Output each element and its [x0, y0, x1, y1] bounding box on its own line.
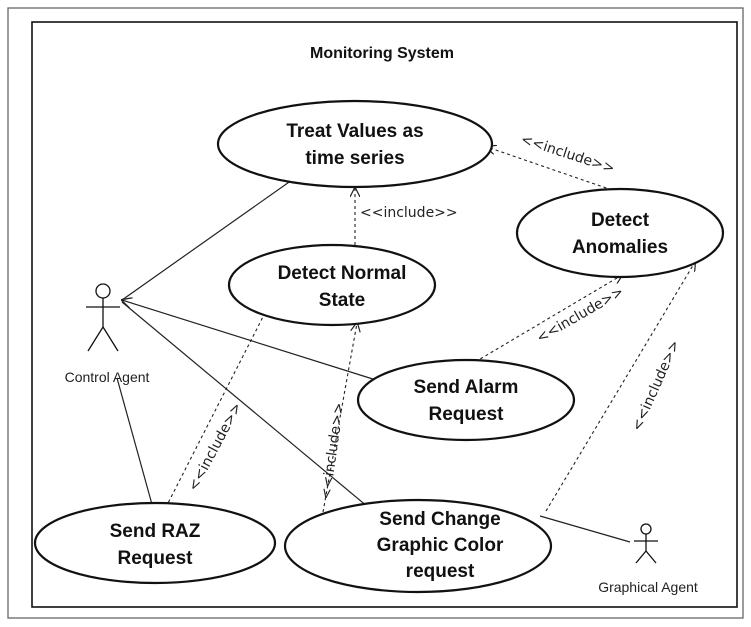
use-case-send-raz-request: Send RAZ Request [33, 501, 277, 585]
use-case-label-line: Graphic Color [377, 535, 504, 556]
actor-label-control: Control Agent [65, 369, 150, 385]
use-case-label-line: time series [305, 148, 404, 169]
use-case-label-line: Send Alarm [414, 377, 519, 398]
assoc-change-graphical [539, 515, 631, 543]
use-case-label-line: Anomalies [572, 237, 668, 258]
use-case-treat-values: Treat Values as time series [216, 99, 494, 189]
use-case-label-line: Request [118, 548, 194, 569]
use-case-label-line: State [319, 290, 365, 311]
actor-control-agent: Control Agent [65, 283, 150, 385]
use-case-label-line: Request [429, 404, 505, 425]
include-label-change-anomalies: <<include>> [629, 338, 683, 434]
assoc-control-change [121, 301, 375, 513]
use-case-send-alarm-request: Send Alarm Request [356, 358, 576, 442]
include-line-change-anomalies [545, 262, 695, 512]
include-label-normal-treat: <<include>> [360, 205, 458, 221]
include-line-change-normal [322, 323, 357, 513]
include-line-alarm-anomalies [469, 275, 622, 366]
stick-figure-icon [634, 523, 658, 564]
include-line-raz-normal [162, 307, 268, 514]
use-case-detect-normal-state: Detect Normal State [227, 243, 437, 327]
use-case-label-line: Treat Values as [286, 121, 423, 142]
use-case-label-line: Detect Normal [278, 263, 407, 284]
use-case-label-line: Detect [591, 210, 650, 231]
assoc-control-alarm [122, 300, 377, 381]
use-case-label-line: Send Change [379, 509, 500, 530]
include-label-alarm-anomalies: <<include>> [534, 284, 627, 347]
include-label-raz-normal: <<include>> [185, 400, 245, 494]
include-line-anomalies-treat [487, 147, 613, 191]
stick-figure-icon [86, 283, 120, 352]
use-case-label-line: request [406, 561, 475, 582]
include-label-anomalies-treat: <<include>> [519, 132, 617, 177]
actor-label-graphical: Graphical Agent [598, 579, 698, 595]
use-case-detect-anomalies: Detect Anomalies [515, 187, 725, 279]
assoc-control-treat [121, 179, 293, 301]
system-title: Monitoring System [310, 45, 454, 62]
system-boundary [31, 21, 738, 608]
actor-graphical-agent: Graphical Agent [598, 523, 698, 595]
use-case-send-change-graphic-color: Send Change Graphic Color request [283, 498, 553, 594]
use-case-label-line: Send RAZ [110, 521, 201, 542]
outer-frame [7, 7, 744, 619]
assoc-control-raz [116, 377, 154, 509]
